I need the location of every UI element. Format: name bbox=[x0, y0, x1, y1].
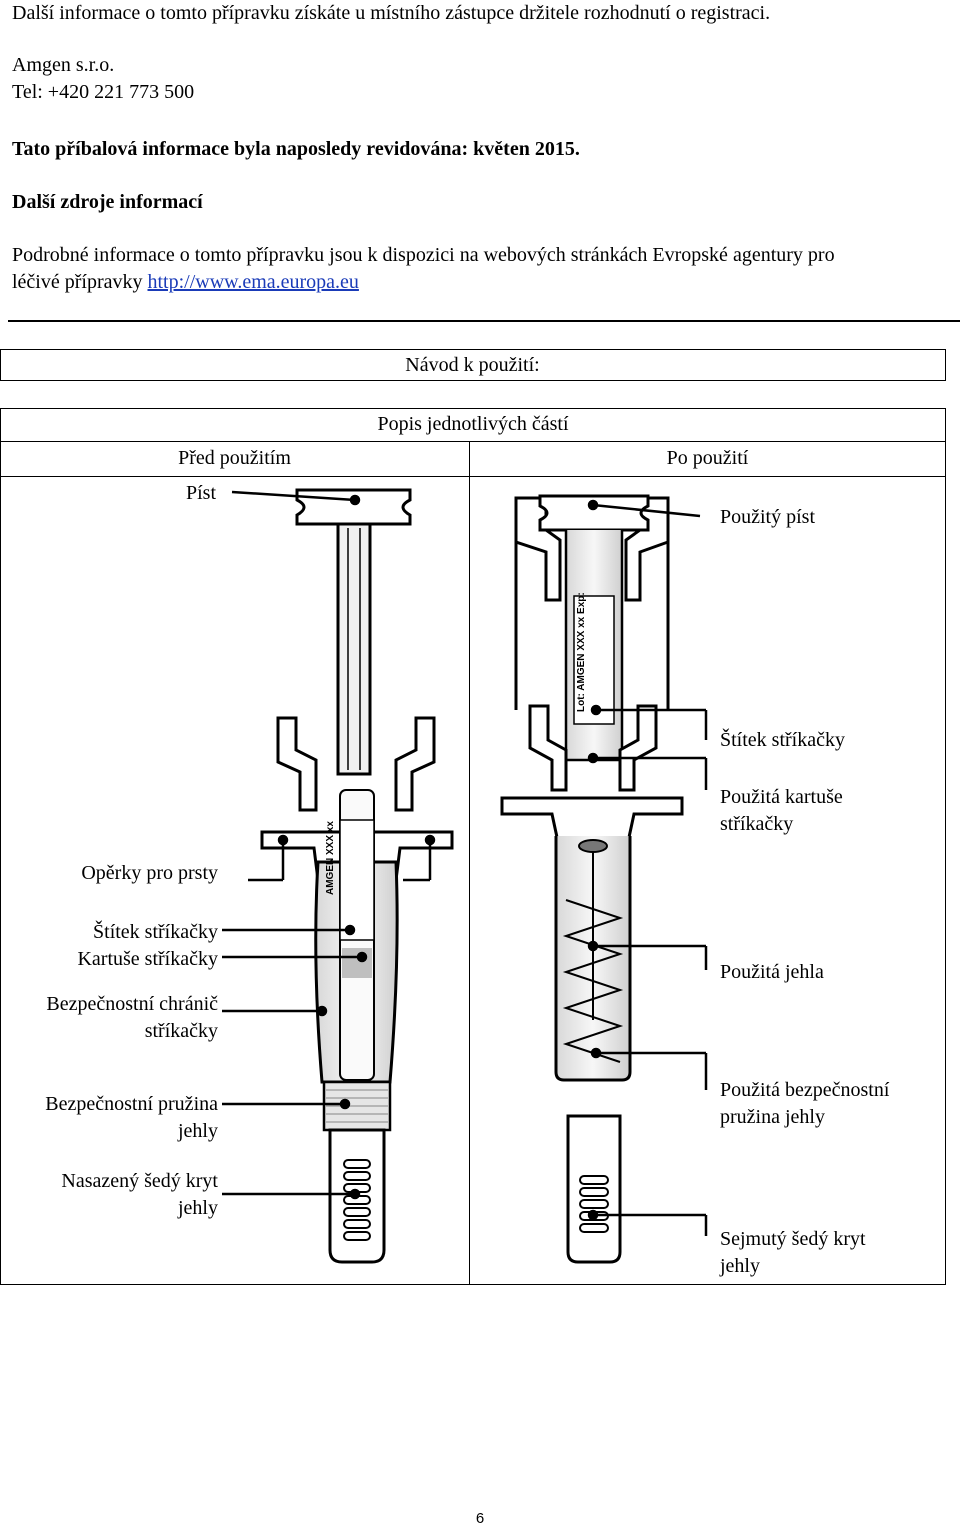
used-spring bbox=[562, 899, 624, 1063]
before-use-header: Před použitím bbox=[178, 447, 291, 469]
label-grey-cap-off-2: jehly bbox=[720, 1255, 760, 1277]
sources-heading: Další zdroje informací bbox=[12, 191, 203, 213]
brand-print: AMGEN bbox=[325, 857, 336, 895]
after-leaders bbox=[587, 499, 708, 1236]
label-used-spring-2: pružina jehly bbox=[720, 1106, 825, 1128]
page-number: 6 bbox=[475, 1510, 485, 1527]
lot-print: Lot: bbox=[576, 693, 587, 712]
table-column-divider bbox=[469, 441, 470, 1285]
parts-table bbox=[0, 408, 946, 1285]
syringe-after-use bbox=[500, 494, 684, 1264]
instructions-title: Návod k použití: bbox=[405, 354, 540, 376]
barrel-print-after: Lot: AMGEN XXX xx Exp: bbox=[576, 592, 587, 712]
label-used-needle: Použitá jehla bbox=[720, 961, 824, 983]
label-safety-guard-2: stříkačky bbox=[144, 1020, 218, 1042]
exp-print: Exp: bbox=[576, 592, 587, 614]
sources-text-2: léčivé přípravky http://www.ema.europa.e… bbox=[12, 269, 359, 295]
table-row-divider bbox=[0, 441, 946, 442]
syringe-label-print-after bbox=[573, 595, 615, 725]
instructions-title-box: Návod k použití: bbox=[0, 349, 946, 381]
label-safety-spring-2: jehly bbox=[178, 1120, 218, 1142]
company-phone: Tel: +420 221 773 500 bbox=[12, 81, 195, 103]
label-grey-cap-off: Sejmutý šedý kryt bbox=[720, 1228, 866, 1250]
label-plunger: Píst bbox=[185, 482, 217, 504]
syringe-before-use bbox=[260, 488, 454, 1264]
guard-clip-left bbox=[276, 716, 318, 812]
info-line: Další informace o tomto přípravku získát… bbox=[12, 2, 771, 24]
section-divider bbox=[8, 320, 960, 322]
guard-clip-right bbox=[394, 716, 436, 812]
finger-flange-after bbox=[500, 796, 684, 844]
ema-link[interactable]: http://www.ema.europa.eu bbox=[147, 271, 359, 293]
label-grey-cap-on: Nasazený šedý kryt bbox=[61, 1170, 218, 1192]
used-plunger-pad bbox=[538, 494, 650, 532]
label-syringe-label-after: Štítek stříkačky bbox=[720, 729, 845, 751]
label-used-plunger: Použitý píst bbox=[720, 506, 816, 528]
label-used-barrel-2: stříkačky bbox=[720, 813, 794, 835]
label-finger-grips: Opěrky pro prsty bbox=[81, 862, 218, 884]
parts-title: Popis jednotlivých částí bbox=[377, 413, 569, 435]
label-used-barrel: Použitá kartuše bbox=[720, 786, 843, 808]
after-use-header: Po použití bbox=[666, 447, 749, 469]
before-leaders bbox=[222, 490, 436, 1200]
plunger-rod bbox=[336, 522, 372, 776]
label-syringe-barrel: Kartuše stříkačky bbox=[77, 948, 218, 970]
label-safety-spring: Bezpečnostní pružina bbox=[45, 1093, 218, 1115]
company-name: Amgen s.r.o. bbox=[12, 54, 115, 76]
sources-text-prefix: léčivé přípravky bbox=[12, 271, 148, 293]
table-header-divider bbox=[0, 476, 946, 477]
label-safety-guard: Bezpečnostní chránič bbox=[46, 993, 218, 1015]
code-print-after: XXX xx bbox=[576, 616, 587, 651]
label-grey-cap-on-2: jehly bbox=[178, 1197, 218, 1219]
code-print: XXX xx bbox=[325, 821, 336, 855]
sources-text: Podrobné informace o tomto přípravku jso… bbox=[12, 244, 835, 266]
label-syringe-label: Štítek stříkačky bbox=[93, 921, 218, 943]
label-used-spring: Použitá bezpečnostní bbox=[720, 1079, 890, 1101]
barrel-print-before: AMGEN XXX xx bbox=[325, 821, 336, 895]
revision-date: Tato příbalová informace byla naposledy … bbox=[12, 138, 580, 160]
syringe-label-print bbox=[339, 819, 375, 941]
brand-print-after: AMGEN bbox=[576, 653, 587, 691]
